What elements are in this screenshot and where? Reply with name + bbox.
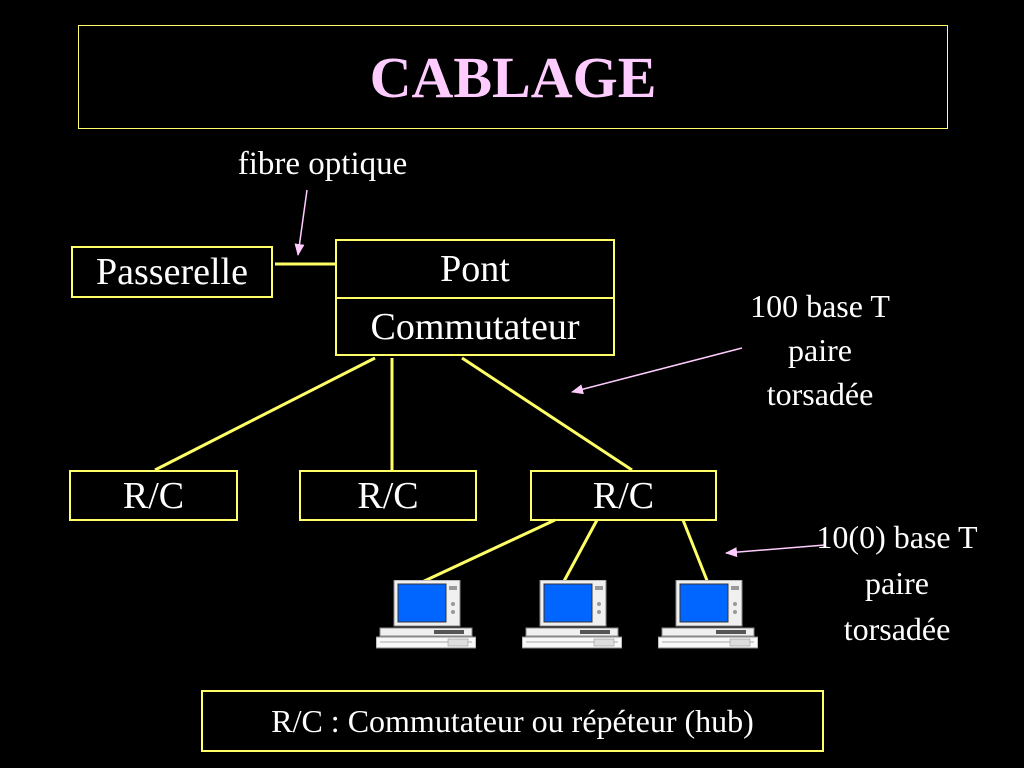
fibre-arrow <box>294 189 308 256</box>
link-rc3-pc2 <box>561 519 599 584</box>
rc-box-2: R/C <box>299 470 477 521</box>
page-title: CABLAGE <box>369 44 657 110</box>
link-rc3-pc3 <box>681 519 710 584</box>
link-rc3-pc1 <box>419 518 556 585</box>
title-box: CABLAGE <box>78 25 948 129</box>
link-commutateur-rc1 <box>154 356 376 472</box>
link-commutateur-rc3 <box>461 356 633 472</box>
fibre-label: fibre optique <box>237 146 408 182</box>
net10-arrow <box>725 544 826 558</box>
rc-box-3: R/C <box>530 470 717 521</box>
net10-label: 10(0) base T paire torsadée <box>787 514 1007 652</box>
pont-box: Pont <box>335 239 615 299</box>
net100-arrow <box>571 347 743 395</box>
net10-line-1: 10(0) base T <box>816 519 978 555</box>
legend-box: R/C : Commutateur ou répéteur (hub) <box>201 690 824 752</box>
passerelle-box: Passerelle <box>71 246 273 298</box>
net10-line-2: paire <box>865 565 929 601</box>
net100-label: 100 base T paire torsadée <box>720 284 920 416</box>
computer-icon <box>658 580 758 649</box>
commutateur-box: Commutateur <box>335 297 615 356</box>
rc-box-1: R/C <box>69 470 238 521</box>
net100-line-1: 100 base T <box>750 288 890 324</box>
computer-icon <box>522 580 622 649</box>
net100-line-2: paire <box>788 332 852 368</box>
computer-icon <box>376 580 476 649</box>
net100-line-3: torsadée <box>766 376 874 412</box>
net10-line-3: torsadée <box>843 611 951 647</box>
